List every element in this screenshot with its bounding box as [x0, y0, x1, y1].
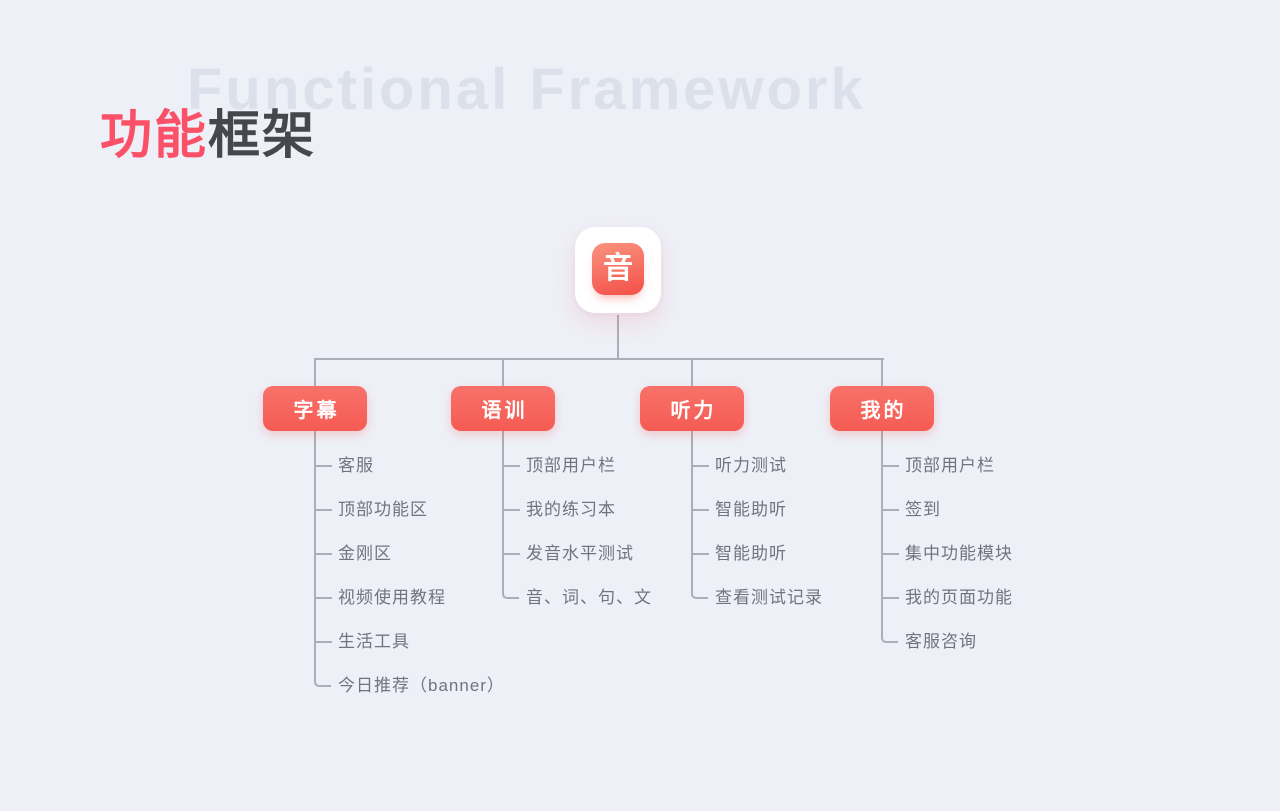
- connector-tick: [881, 509, 899, 511]
- tree-item: 签到: [905, 500, 941, 519]
- branch-node-4: 我的: [830, 386, 934, 431]
- connector-tick: [691, 509, 709, 511]
- connector-tick: [691, 465, 709, 467]
- tree-item: 智能助听: [715, 544, 787, 563]
- tree-item: 今日推荐（banner）: [338, 676, 505, 695]
- connector-tick: [314, 509, 332, 511]
- connector-tick: [314, 597, 332, 599]
- tree-item: 金刚区: [338, 544, 392, 563]
- tree-item: 客服咨询: [905, 632, 977, 651]
- tree-item: 视频使用教程: [338, 588, 446, 607]
- tree-item: 音、词、句、文: [526, 588, 652, 607]
- tree-item: 智能助听: [715, 500, 787, 519]
- page-title: 功能框架: [100, 93, 316, 168]
- connector-tick: [502, 509, 520, 511]
- tree-item: 我的练习本: [526, 500, 616, 519]
- tree-item: 我的页面功能: [905, 588, 1013, 607]
- page-title-accent: 功能: [100, 107, 209, 165]
- app-logo-icon: 音: [592, 243, 644, 295]
- connector-tick: [314, 553, 332, 555]
- connector-branch-stem: [314, 358, 316, 388]
- tree-item: 集中功能模块: [905, 544, 1013, 563]
- connector-corner: [691, 588, 708, 599]
- tree-item: 发音水平测试: [526, 544, 634, 563]
- app-icon-card: 音: [575, 227, 661, 313]
- tree-item: 顶部用户栏: [526, 456, 616, 475]
- tree-item: 顶部功能区: [338, 500, 428, 519]
- tree-item: 生活工具: [338, 632, 410, 651]
- connector-line: [881, 431, 883, 632]
- connector-tick: [314, 465, 332, 467]
- connector-branch-stem: [881, 358, 883, 388]
- branch-node-1: 字幕: [263, 386, 367, 431]
- connector-tick: [881, 597, 899, 599]
- connector-tick: [691, 553, 709, 555]
- page-title-rest: 框架: [208, 107, 317, 165]
- tree-item: 客服: [338, 456, 374, 475]
- branch-node-3: 听力: [640, 386, 744, 431]
- connector-corner: [502, 588, 519, 599]
- tree-item: 顶部用户栏: [905, 456, 995, 475]
- connector-branch-stem: [691, 358, 693, 388]
- connector-tick: [881, 465, 899, 467]
- connector-branch-stem: [502, 358, 504, 388]
- connector-trunk: [314, 358, 884, 360]
- tree-item: 听力测试: [715, 456, 787, 475]
- app-logo-glyph: 音: [603, 252, 633, 285]
- connector-tick: [502, 465, 520, 467]
- connector-corner: [314, 676, 331, 687]
- connector-tick: [502, 553, 520, 555]
- watermark-title: Functional Framework: [187, 57, 866, 122]
- connector-corner: [881, 632, 898, 643]
- connector-tick: [314, 641, 332, 643]
- tree-item: 查看测试记录: [715, 588, 823, 607]
- connector-root-stem: [617, 315, 619, 359]
- connector-tick: [881, 553, 899, 555]
- branch-node-2: 语训: [451, 386, 555, 431]
